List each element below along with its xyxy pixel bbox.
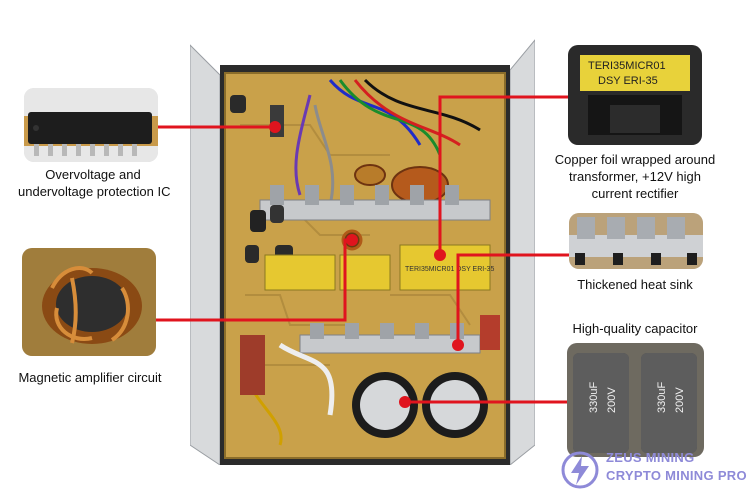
watermark-line-1: ZEUS MINING bbox=[606, 450, 695, 465]
caption-heatsink-line-1: Thickened heat sink bbox=[577, 277, 693, 292]
magnetic-amplifier-photo bbox=[22, 248, 156, 356]
transformer-photo: TERI35MICR01 DSY ERI-35 bbox=[568, 45, 702, 145]
capacitor-photo: 330uF 200V 330uF 200V bbox=[567, 343, 704, 457]
ic-photo bbox=[24, 88, 158, 162]
psu-board-photo: TERI35MICR01 DSY ERI-35 bbox=[190, 39, 535, 465]
zeus-mining-watermark: ZEUS MINING CRYPTO MINING PRO bbox=[558, 448, 747, 494]
caption-capacitor-line-1: High-quality capacitor bbox=[572, 321, 698, 336]
transformer-marking-1: TERI35MICR01 bbox=[588, 60, 666, 72]
pointer-amplifier bbox=[156, 238, 352, 322]
caption-transformer-line-3: current rectifier bbox=[591, 186, 679, 201]
caption-transformer-line-1: Copper foil wrapped around bbox=[554, 152, 716, 167]
capacitor-marking-voltage: 200V bbox=[606, 387, 618, 413]
caption-ic-line-1: Overvoltage and bbox=[45, 167, 141, 182]
watermark-line-2: CRYPTO MINING PRO bbox=[606, 468, 747, 483]
caption-amplifier: Magnetic amplifier circuit bbox=[10, 369, 170, 386]
caption-ic-line-2: undervoltage protection IC bbox=[18, 184, 171, 199]
caption-transformer-line-2: transformer, +12V high bbox=[569, 169, 701, 184]
heat-sink-photo bbox=[569, 213, 703, 269]
caption-ic: Overvoltage and undervoltage protection … bbox=[18, 166, 171, 200]
caption-transformer: Copper foil wrapped around transformer, … bbox=[545, 151, 725, 202]
caption-amplifier-line-1: Magnetic amplifier circuit bbox=[18, 370, 162, 385]
pointer-transformer bbox=[438, 95, 568, 255]
board-transformer-marking: TERI35MICR01 DSY ERI-35 bbox=[405, 266, 494, 273]
caption-capacitor: High-quality capacitor bbox=[560, 320, 710, 337]
capacitor-marking-voltage-2: 200V bbox=[674, 387, 686, 413]
caption-heatsink: Thickened heat sink bbox=[560, 276, 710, 293]
lightning-logo-icon bbox=[561, 451, 599, 489]
capacitor-marking-capacity: 330uF bbox=[588, 382, 600, 413]
capacitor-marking-capacity-2: 330uF bbox=[656, 382, 668, 413]
transformer-marking-2: DSY ERI-35 bbox=[598, 75, 658, 87]
pointer-heatsink bbox=[456, 253, 569, 345]
